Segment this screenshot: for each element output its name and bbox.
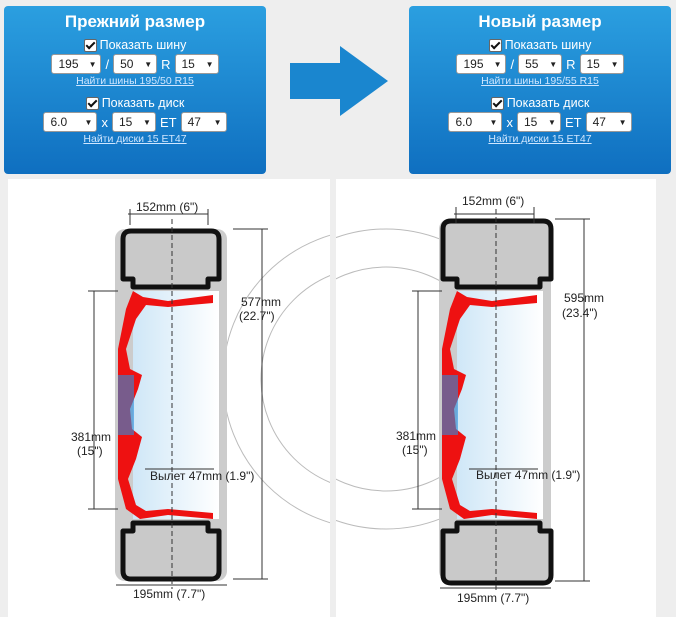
old-disk-diameter-select[interactable]: 15▼ [111, 112, 156, 132]
rim-diameter-in-label: (15") [402, 443, 428, 457]
new-size-title: Новый размер [478, 12, 602, 31]
rim-diameter-mm-label: 381mm [71, 430, 112, 444]
new-disk-et-select[interactable]: 47▼ [585, 112, 632, 132]
outer-diameter-in-label: (23.4") [562, 306, 598, 320]
new-tire-rim-select[interactable]: 15▼ [579, 54, 624, 74]
old-find-disk-link[interactable]: Найти диски 15 ET47 [83, 133, 187, 145]
chevron-down-icon: ▼ [493, 59, 502, 69]
new-wheel-diagram: 152mm (6") 595mm (23.4") 381mm (15") Выл… [336, 179, 656, 617]
outer-diameter-mm-label: 577mm [241, 295, 282, 309]
tire-top-section [120, 228, 222, 290]
outer-diameter-mm-label: 595mm [564, 291, 605, 305]
old-tire-rim-select[interactable]: 15▼ [174, 54, 219, 74]
new-find-disk-link[interactable]: Найти диски 15 ET47 [488, 133, 592, 145]
old-wheel-diagram: 152mm (6") 577mm (22.7") 381mm (15") Выл… [8, 179, 330, 617]
outer-diameter-in-label: (22.7") [239, 309, 275, 323]
tire-bottom-section [120, 520, 222, 582]
chevron-down-icon: ▼ [213, 117, 222, 127]
new-show-disk-label: Показать диск [506, 96, 590, 110]
side-view-circle [260, 275, 330, 483]
arrow-right-icon [290, 46, 388, 116]
old-disk-selects: 6.0▼ x 15▼ ET 47▼ [4, 112, 266, 132]
old-show-tire-checkbox-row[interactable]: Показать шину [4, 38, 266, 52]
rim-area [457, 291, 543, 519]
disk-profile [118, 291, 213, 519]
chevron-down-icon: ▼ [144, 59, 153, 69]
chevron-down-icon: ▼ [205, 59, 214, 69]
old-disk-et-select[interactable]: 47▼ [180, 112, 227, 132]
chevron-down-icon: ▼ [610, 59, 619, 69]
new-size-panel: Новый размер Показать шину 195▼ / 55▼ R … [409, 6, 671, 174]
chevron-down-icon: ▼ [84, 117, 93, 127]
tire-bottom-section [440, 520, 554, 586]
new-show-tire-checkbox-row[interactable]: Показать шину [409, 38, 671, 52]
new-find-tire-link[interactable]: Найти шины 195/55 R15 [481, 75, 599, 87]
rim-diameter-in-label: (15") [77, 444, 103, 458]
old-size-panel: Прежний размер Показать шину 195▼ / 50▼ … [4, 6, 266, 174]
chevron-down-icon: ▼ [143, 117, 151, 127]
new-show-tire-label: Показать шину [504, 38, 592, 52]
checkbox-checked-icon[interactable] [85, 96, 99, 110]
checkbox-checked-icon[interactable] [488, 38, 502, 52]
rim-area [133, 291, 219, 519]
tire-width-label: 195mm (7.7") [133, 587, 206, 601]
chevron-down-icon: ▼ [618, 117, 627, 127]
tire-top-section [440, 218, 554, 290]
new-tire-width-select[interactable]: 195▼ [456, 54, 507, 74]
offset-label: Вылет 47mm (1.9") [476, 468, 581, 482]
checkbox-checked-icon[interactable] [83, 38, 97, 52]
old-tire-width-select[interactable]: 195▼ [51, 54, 102, 74]
disk-profile [442, 291, 537, 519]
rim-diameter-mm-label: 381mm [396, 429, 437, 443]
chevron-down-icon: ▼ [88, 59, 97, 69]
old-size-title: Прежний размер [64, 12, 206, 31]
old-tire-selects: 195▼ / 50▼ R 15▼ [4, 54, 266, 74]
chevron-down-icon: ▼ [549, 59, 558, 69]
tire-width-label: 195mm (7.7") [457, 591, 530, 605]
hub [442, 375, 458, 435]
new-wheel-drawing [336, 207, 590, 591]
chevron-down-icon: ▼ [489, 117, 498, 127]
new-disk-diameter-select[interactable]: 15▼ [516, 112, 561, 132]
hub [118, 375, 134, 435]
chevron-down-icon: ▼ [548, 117, 556, 127]
old-show-tire-label: Показать шину [99, 38, 187, 52]
old-show-disk-label: Показать диск [101, 96, 185, 110]
new-show-disk-checkbox-row[interactable]: Показать диск [409, 96, 671, 110]
old-tire-profile-select[interactable]: 50▼ [113, 54, 158, 74]
new-disk-selects: 6.0▼ x 15▼ ET 47▼ [409, 112, 671, 132]
old-wheel-drawing [88, 209, 330, 589]
new-tire-profile-select[interactable]: 55▼ [518, 54, 563, 74]
new-disk-width-select[interactable]: 6.0▼ [448, 112, 503, 132]
offset-label: Вылет 47mm (1.9") [150, 469, 255, 483]
old-disk-width-select[interactable]: 6.0▼ [43, 112, 98, 132]
rim-width-label: 152mm (6") [136, 200, 199, 214]
old-find-tire-link[interactable]: Найти шины 195/50 R15 [76, 75, 194, 87]
new-tire-selects: 195▼ / 55▼ R 15▼ [409, 54, 671, 74]
side-view-circle [222, 234, 330, 524]
old-show-disk-checkbox-row[interactable]: Показать диск [4, 96, 266, 110]
rim-width-label: 152mm (6") [462, 194, 525, 208]
checkbox-checked-icon[interactable] [490, 96, 504, 110]
